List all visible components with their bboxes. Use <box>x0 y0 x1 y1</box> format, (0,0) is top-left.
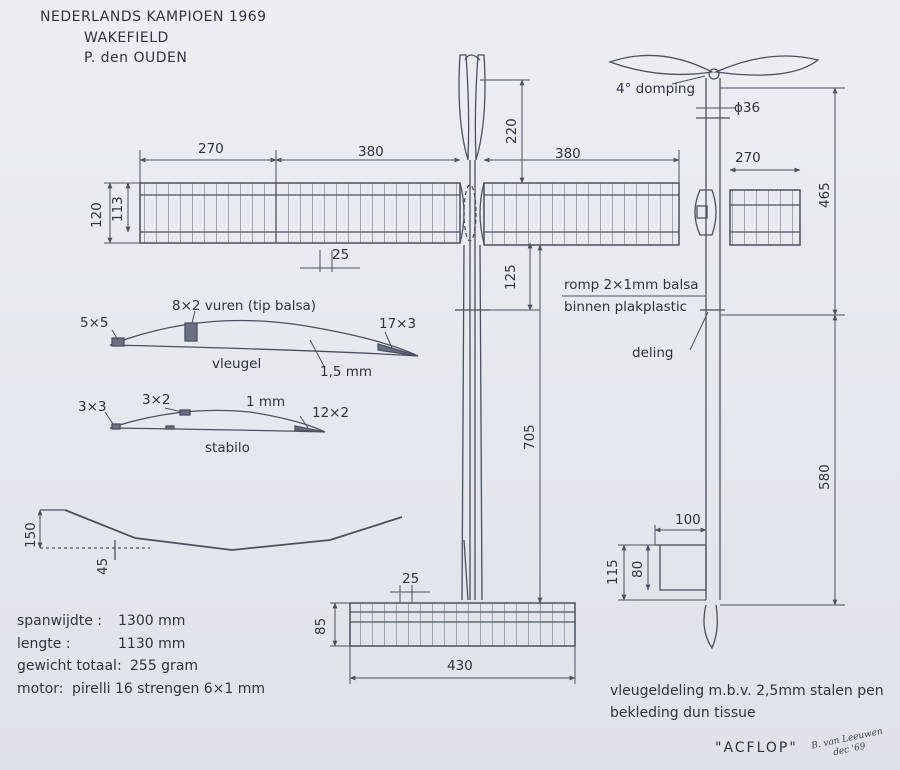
dimension-lines <box>37 75 845 684</box>
dim-nose-length: 220 <box>504 118 520 144</box>
dim-dihedral-height: 150 <box>23 522 39 548</box>
dim-fin-height-outer: 115 <box>605 559 621 585</box>
title-line-2: WAKEFIELD <box>84 30 169 46</box>
note-stab-spar: 3×2 <box>142 392 171 408</box>
dim-fin-width: 100 <box>675 512 701 528</box>
dim-side-front: 465 <box>817 182 833 208</box>
dim-fuselage-length: 705 <box>522 424 538 450</box>
note-stab-section: stabilo <box>205 440 250 456</box>
note-damping: 4° domping <box>616 81 696 97</box>
note-split: deling <box>632 345 674 361</box>
note-fuselage-1: romp 2×1mm balsa <box>564 277 699 293</box>
wing-section <box>109 319 419 357</box>
dim-stab-rib-spacing: 25 <box>402 571 420 587</box>
dim-fin-height-inner: 80 <box>630 560 646 578</box>
title-line-1: NEDERLANDS KAMPIOEN 1969 <box>40 9 267 25</box>
note-te-stab: 12×2 <box>312 405 350 421</box>
note-wing-sheet: 1,5 mm <box>320 364 373 380</box>
stabilizer-planform <box>349 602 576 647</box>
spec-length-value: 1130 mm <box>118 636 186 652</box>
side-view <box>608 54 820 650</box>
dim-rib-spacing: 25 <box>332 247 350 263</box>
spec-length-label: lengte : <box>17 636 71 652</box>
footer-split-note: vleugeldeling m.b.v. 2,5mm stalen pen <box>610 683 884 699</box>
dim-wing-inner-left: 380 <box>358 144 384 160</box>
dihedral-view <box>40 509 403 560</box>
dim-diameter: ϕ36 <box>734 100 761 116</box>
dim-wing-inner-right: 380 <box>555 146 581 162</box>
note-wing-spar: 8×2 vuren (tip balsa) <box>172 298 317 314</box>
dim-dihedral-inner: 45 <box>95 557 111 575</box>
note-stab-sheet: 1 mm <box>246 394 286 410</box>
dim-stab-span: 430 <box>447 658 473 674</box>
dim-wing-to-fuselage: 125 <box>503 264 519 290</box>
note-wing-section: vleugel <box>212 356 262 372</box>
dim-side-rear: 580 <box>817 464 833 490</box>
dim-stab-chord: 85 <box>313 617 329 635</box>
dim-wing-tip-left: 270 <box>198 141 224 157</box>
spec-weight-value: 255 gram <box>130 658 199 674</box>
note-le-wing: 5×5 <box>80 315 109 331</box>
fuselage-top <box>455 54 490 601</box>
title-line-3: P. den OUDEN <box>84 50 188 66</box>
dim-chord-inner: 113 <box>110 196 126 222</box>
spec-motor-value: pirelli 16 strengen 6×1 mm <box>72 681 266 697</box>
dim-chord-outer: 120 <box>89 202 105 228</box>
footer-model-name: "ACFLOP" <box>715 740 798 756</box>
spec-span-label: spanwijdte : <box>17 613 103 629</box>
stab-section <box>109 409 326 433</box>
note-le-stab: 3×3 <box>78 399 107 415</box>
note-te-wing: 17×3 <box>379 316 417 332</box>
footer-covering: bekleding dun tissue <box>610 705 756 721</box>
note-fuselage-2: binnen plakplastic <box>564 299 688 315</box>
spec-motor-label: motor: <box>17 681 64 697</box>
spec-span-value: 1300 mm <box>118 613 186 629</box>
spec-weight-label: gewicht totaal: <box>17 658 122 674</box>
dim-wing-tip-right: 270 <box>735 150 761 166</box>
